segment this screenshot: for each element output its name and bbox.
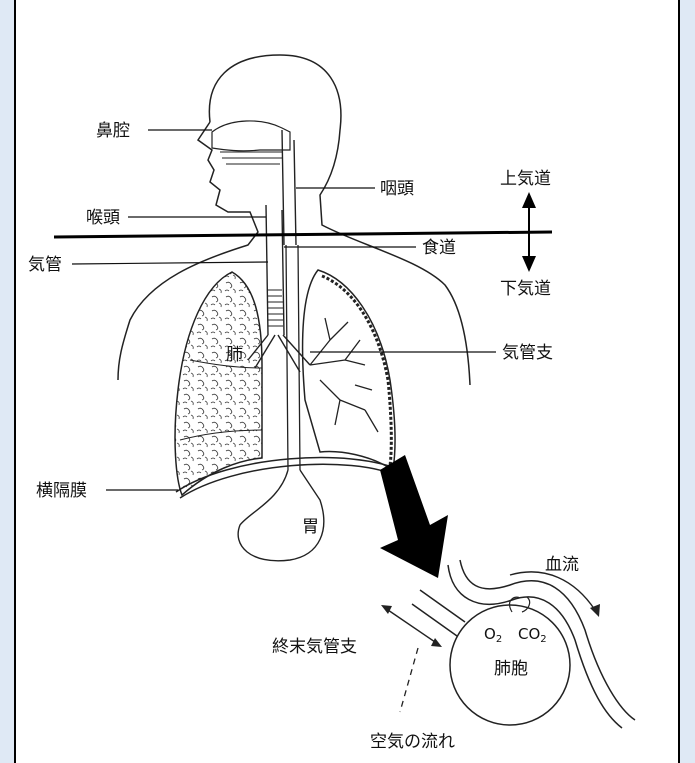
label-upper-airway: 上気道 <box>500 169 551 189</box>
lung-left-view <box>175 272 262 495</box>
pleura-edge <box>322 276 391 466</box>
label-terminal-bronchiole: 終末気管支 <box>272 637 357 657</box>
trachea-tube <box>266 205 284 335</box>
airway-divider-line <box>54 232 552 237</box>
terminal-bronchiole-tube <box>412 590 465 636</box>
lung-right-view <box>303 270 395 470</box>
label-bronchus: 気管支 <box>502 343 553 363</box>
trachea-rings <box>268 290 283 326</box>
label-larynx: 喉頭 <box>86 208 120 228</box>
label-esophagus: 食道 <box>422 238 456 258</box>
label-blood-flow: 血流 <box>545 555 579 575</box>
label-alveolus: 肺胞 <box>494 659 528 679</box>
label-co2: CO2 <box>518 625 547 645</box>
label-stomach: 胃 <box>302 517 319 537</box>
label-o2: O2 <box>484 625 502 645</box>
esophagus-tube <box>286 245 300 470</box>
stomach-shape <box>238 470 324 561</box>
airflow-dashed-line <box>400 648 418 712</box>
bidirectional-arrow-icon <box>381 605 442 647</box>
palate-lines <box>220 152 282 164</box>
label-nasal-cavity: 鼻腔 <box>96 121 130 141</box>
big-arrow-icon <box>380 455 448 578</box>
nasal-cavity-shape <box>212 121 290 151</box>
label-airflow: 空気の流れ <box>370 732 455 752</box>
label-pharynx: 咽頭 <box>380 179 414 199</box>
blood-flow-arrow-icon <box>510 572 600 617</box>
label-lung: 肺 <box>226 345 243 365</box>
label-trachea: 気管 <box>28 255 62 275</box>
label-diaphragm: 横隔膜 <box>36 481 87 501</box>
pharynx-tube <box>282 130 296 245</box>
label-lower-airway: 下気道 <box>500 279 551 299</box>
bronchial-tree <box>310 318 378 432</box>
